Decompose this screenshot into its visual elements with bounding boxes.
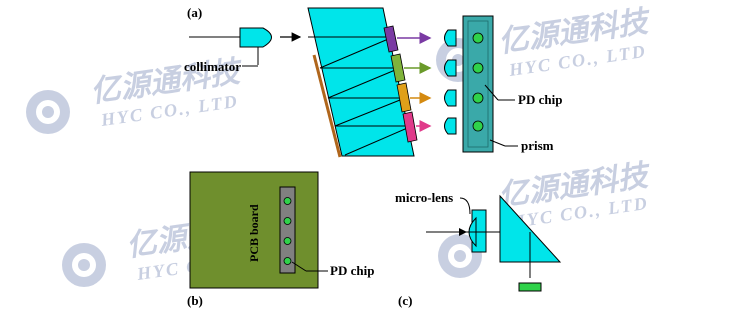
micro-lens-label: micro-lens (395, 190, 453, 205)
pd-chip-label-a: PD chip (518, 92, 562, 107)
pcb-board-label: PCB board (247, 204, 261, 262)
lens-array-a (444, 29, 457, 135)
prism-leader (489, 139, 506, 147)
panel-label-a: (a) (187, 5, 202, 20)
pd-b-1 (283, 197, 292, 205)
filter-1 (383, 25, 399, 53)
prism-body (307, 7, 415, 157)
filter-3 (396, 82, 412, 113)
pd-a-4 (472, 120, 484, 132)
lens-a-4 (444, 117, 457, 135)
reflector (312, 54, 342, 158)
internal-beam-path (308, 36, 413, 156)
pd-b-3 (283, 237, 292, 245)
pd-b-2 (283, 217, 292, 225)
watermark-logo (62, 243, 106, 287)
pcb-board (189, 171, 319, 289)
pd-chip-c (518, 282, 542, 292)
panel-label-c: (c) (398, 293, 412, 308)
filter-4 (402, 111, 418, 143)
lens-a-1 (444, 29, 457, 47)
pd-chip-leader-b (291, 261, 307, 272)
pd-a-3 (472, 92, 484, 104)
pd-chip-inner-a (467, 20, 489, 148)
watermark-logo (438, 234, 482, 278)
pd-chip-leader-a (484, 84, 499, 101)
lens-a-2 (444, 59, 457, 77)
collimator-body (239, 27, 272, 48)
collimator-label: collimator (184, 59, 241, 74)
watermark-logo (26, 90, 70, 134)
pd-b-4 (283, 257, 292, 265)
filter-2 (390, 53, 406, 83)
pd-chip-label-b: PD chip (330, 263, 374, 278)
pd-a-2 (472, 62, 484, 74)
panel-label-b: (b) (187, 293, 203, 308)
pd-a-1 (472, 32, 484, 44)
pd-chip-strip-b (279, 186, 296, 274)
micro-lens-leader (459, 197, 471, 215)
prism-label: prism (521, 138, 554, 153)
lens-a-3 (444, 89, 457, 107)
